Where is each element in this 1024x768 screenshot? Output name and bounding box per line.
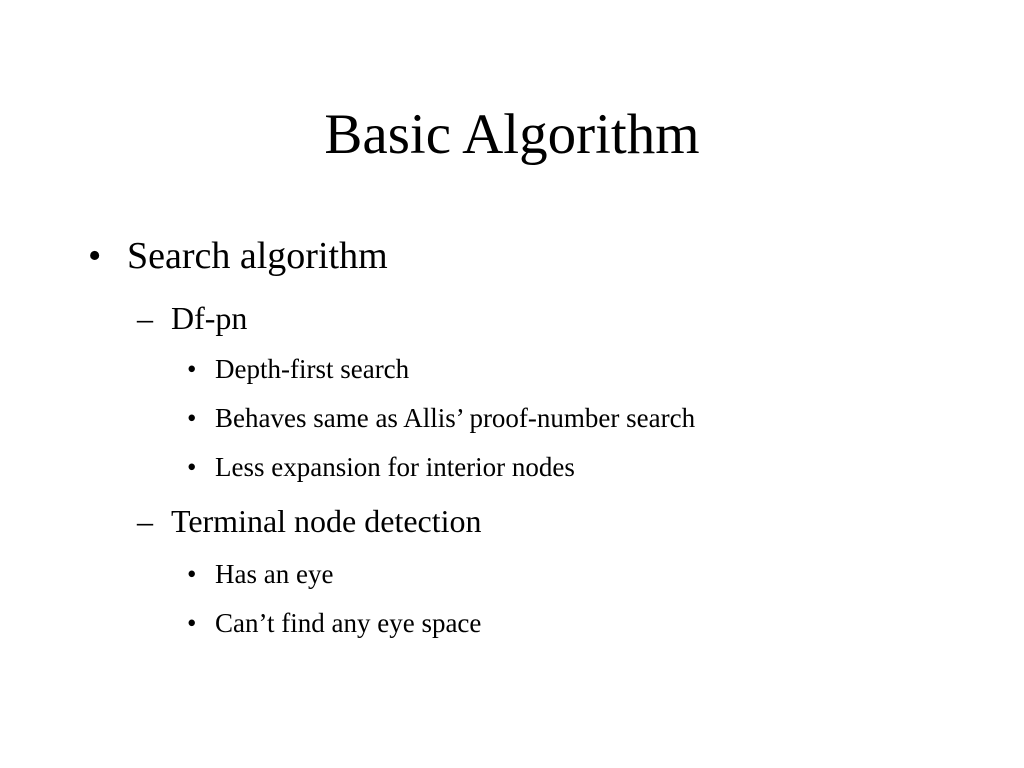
bullet-text: Df-pn xyxy=(171,300,248,336)
bullet-marker: • xyxy=(187,608,197,638)
bullet-text: Less expansion for interior nodes xyxy=(215,452,575,482)
bullet-level3: • Behaves same as Allis’ proof-number sea… xyxy=(187,402,695,434)
bullet-level3: • Can’t find any eye space xyxy=(187,607,481,639)
bullet-text: Behaves same as Allis’ proof-number sear… xyxy=(215,403,696,433)
bullet-level3: • Has an eye xyxy=(187,558,333,590)
bullet-level2: –Terminal node detection xyxy=(137,502,482,540)
dash-marker: – xyxy=(137,300,153,336)
bullet-marker: • xyxy=(88,235,102,277)
bullet-marker: • xyxy=(187,452,197,482)
bullet-level3: • Depth-first search xyxy=(187,353,409,385)
bullet-text: Has an eye xyxy=(215,559,334,589)
bullet-level2: –Df-pn xyxy=(137,299,247,337)
slide-title: Basic Algorithm xyxy=(324,103,700,166)
bullet-text: Can’t find any eye space xyxy=(215,608,482,638)
bullet-level3: • Less expansion for interior nodes xyxy=(187,451,575,483)
bullet-marker: • xyxy=(187,403,197,433)
bullet-marker: • xyxy=(187,354,197,384)
bullet-text: Search algorithm xyxy=(127,235,388,277)
bullet-level1: • Search algorithm xyxy=(88,234,388,278)
bullet-text: Terminal node detection xyxy=(171,503,482,539)
bullet-marker: • xyxy=(187,559,197,589)
dash-marker: – xyxy=(137,503,153,539)
bullet-text: Depth-first search xyxy=(215,354,410,384)
